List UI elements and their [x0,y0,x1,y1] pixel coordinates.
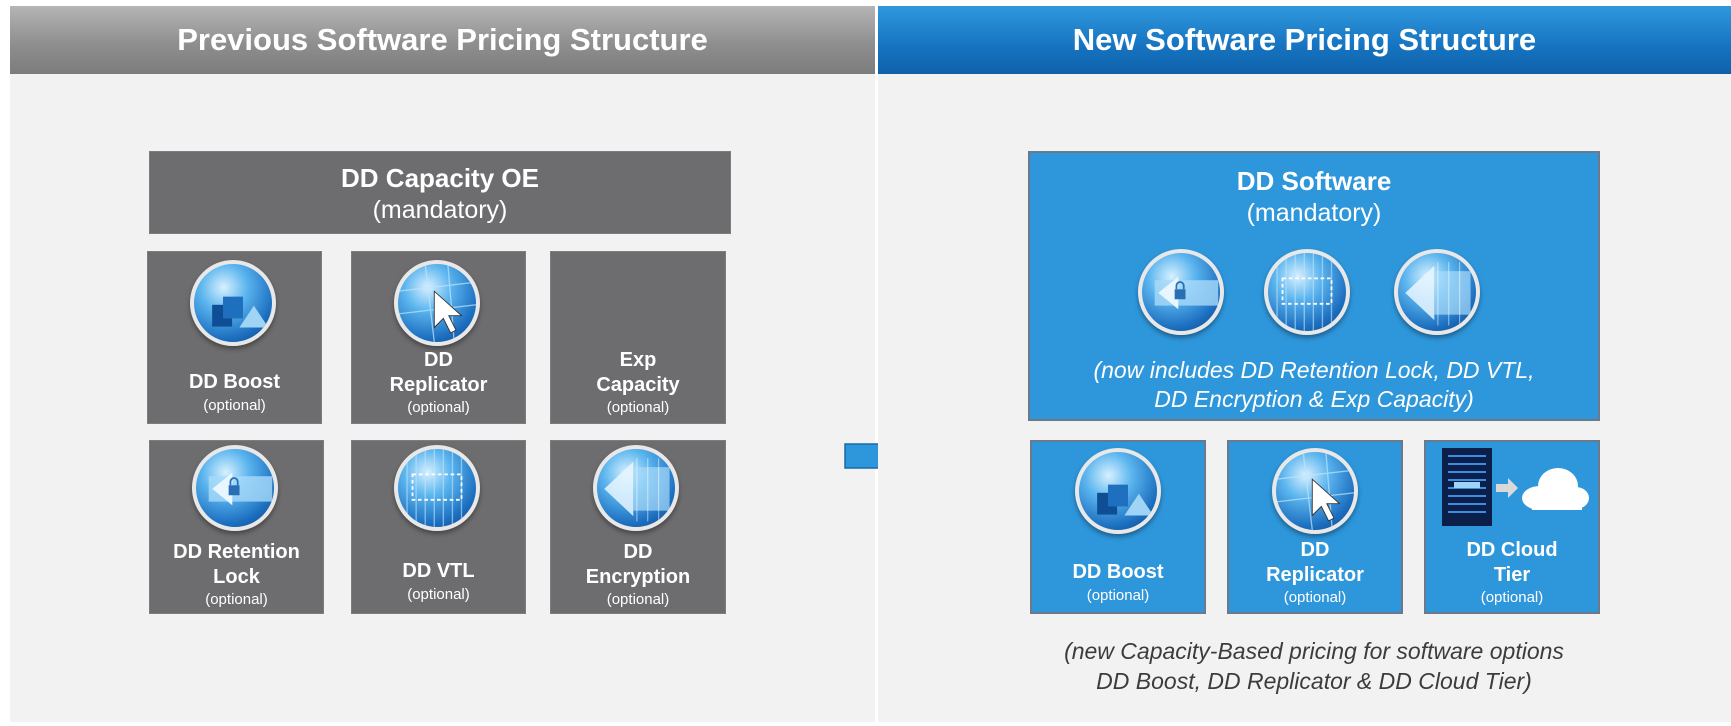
tile-optional: (optional) [606,399,670,416]
tile-dd-cloud-tier: DD Cloud Tier (optional) [1424,440,1600,614]
tile-dd-boost: DD Boost (optional) [1030,440,1206,614]
tile-optional: (optional) [407,586,470,603]
tile-label: DD VTL [402,560,475,582]
tile-optional: (optional) [1086,587,1150,604]
dd-capacity-oe-box: DD Capacity OE (mandatory) [149,151,731,234]
tile-label: DD Boost [188,371,281,393]
tile-optional: (optional) [407,399,470,416]
tile-label-line1: DD [424,349,453,371]
tile-dd-encryption: DD Encryption (optional) [550,440,726,614]
new-structure-panel: New Software Pricing Structure DD Softwa… [878,6,1731,722]
capacity-pricing-footnote: (new Capacity-Based pricing for software… [1028,636,1600,696]
tile-exp-capacity: Exp Capacity (optional) [550,251,726,424]
cloud-tier-icon [1442,448,1589,526]
tile-label-line2: Capacity [596,374,680,396]
footnote-line2: DD Boost, DD Replicator & DD Cloud Tier) [1096,668,1532,694]
encryption-icon [1394,249,1480,335]
tile-optional: (optional) [1283,589,1347,606]
encryption-icon [593,445,679,531]
dd-software-title: DD Software [1236,166,1392,196]
tile-label-line1: DD [1300,539,1330,561]
tile-label: DD Boost [1072,561,1164,583]
tile-label-line2: Lock [213,566,260,588]
retention-lock-icon [192,445,278,531]
tile-label-line1: DD Retention [173,541,300,563]
tile-optional: (optional) [205,591,268,608]
replicator-icon [394,260,480,346]
tile-dd-replicator: DD Replicator (optional) [351,251,526,424]
dd-software-note: (now includes DD Retention Lock, DD VTL,… [1030,356,1598,414]
vtl-icon [394,445,480,531]
tile-dd-replicator: DD Replicator (optional) [1227,440,1403,614]
tile-optional: (optional) [1480,589,1544,606]
dd-capacity-oe-title: DD Capacity OE [341,163,539,193]
previous-structure-panel: Previous Software Pricing Structure DD C… [10,6,875,722]
footnote-line1: (new Capacity-Based pricing for software… [1064,638,1564,664]
dd-software-note-line2: DD Encryption & Exp Capacity) [1154,386,1474,412]
new-structure-title: New Software Pricing Structure [1072,22,1537,57]
dd-capacity-oe-subtitle: (mandatory) [372,196,508,224]
tile-label-line1: Exp [619,349,657,371]
tile-optional: (optional) [606,591,670,608]
tile-label-line2: Replicator [1266,564,1364,586]
previous-structure-title: Previous Software Pricing Structure [177,22,708,57]
boost-icon [190,260,276,346]
dd-software-subtitle: (mandatory) [1246,199,1382,227]
tile-dd-retention-lock: DD Retention Lock (optional) [149,440,324,614]
tile-optional: (optional) [203,397,266,414]
tile-label-line2: Replicator [389,374,488,396]
dd-software-box: DD Software (mandatory) (now includes DD… [1028,151,1600,421]
dd-software-note-line1: (now includes DD Retention Lock, DD VTL, [1093,357,1535,383]
tile-dd-vtl: DD VTL (optional) [351,440,526,614]
tile-label-line1: DD Cloud [1466,539,1558,561]
previous-structure-header: Previous Software Pricing Structure [10,6,875,74]
tile-label-line2: Tier [1493,564,1531,586]
boost-icon [1075,448,1161,534]
vtl-icon [1264,249,1350,335]
new-structure-header: New Software Pricing Structure [878,6,1731,74]
tile-dd-boost: DD Boost (optional) [147,251,322,424]
retention-lock-icon [1138,249,1224,335]
tile-label-line2: Encryption [585,566,691,588]
replicator-icon [1272,448,1358,534]
tile-label-line1: DD [623,541,653,563]
